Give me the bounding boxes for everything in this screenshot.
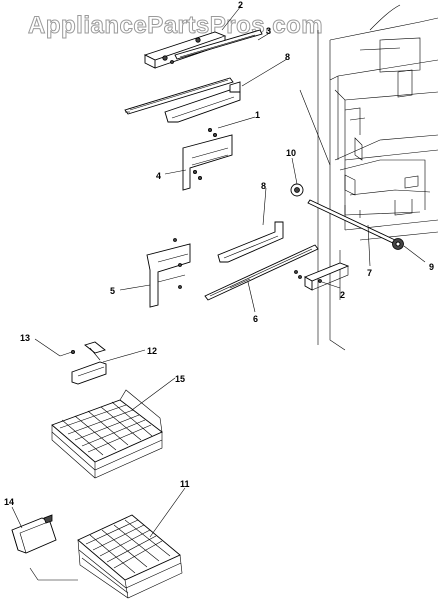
callout-13: 13 (20, 333, 30, 343)
callout-12: 12 (147, 346, 157, 356)
part-11-deep-basket (77, 514, 183, 599)
part-7-shaft (307, 199, 396, 244)
part-2-lower-slide-bracket (294, 262, 350, 291)
part-14-drawer-front (11, 514, 57, 554)
part-3-upper-slide-rail (174, 29, 263, 60)
callout-8-upper: 8 (285, 52, 290, 62)
part-5-bracket (146, 238, 191, 308)
callout-5: 5 (110, 286, 115, 296)
callout-11: 11 (180, 479, 190, 489)
refrigerator-cabinet (317, 4, 438, 351)
callout-2-upper: 2 (238, 0, 243, 10)
callout-6: 6 (253, 314, 258, 324)
callout-8-lower: 8 (261, 181, 266, 191)
watermark-text: AppliancePartsPros.com (28, 12, 323, 39)
leader-lines (11, 5, 426, 581)
part-12-divider-clip (71, 341, 107, 385)
callout-9: 9 (429, 262, 434, 272)
callout-7: 7 (367, 268, 372, 278)
callout-3: 3 (266, 26, 271, 36)
callout-14: 14 (4, 497, 14, 507)
callout-2-lower: 2 (340, 290, 345, 300)
part-6-lower-slide-rail (204, 244, 319, 301)
callout-4: 4 (156, 171, 161, 181)
callout-1: 1 (255, 110, 260, 120)
callout-labels: 2 3 8 1 4 8 10 9 7 2 5 6 13 12 15 11 14 (4, 0, 434, 507)
callout-15: 15 (175, 374, 185, 384)
part-9-gear (392, 238, 404, 250)
part-8-lower-slide-cover (217, 221, 284, 263)
part-4-bracket (182, 127, 233, 191)
callout-10: 10 (286, 148, 296, 158)
part-8-upper-slide-cover (164, 81, 241, 123)
upper-long-rail (124, 77, 234, 115)
part-13-screw (59, 349, 76, 357)
part-15-shallow-basket (51, 389, 163, 479)
part-10-knob (290, 183, 304, 197)
